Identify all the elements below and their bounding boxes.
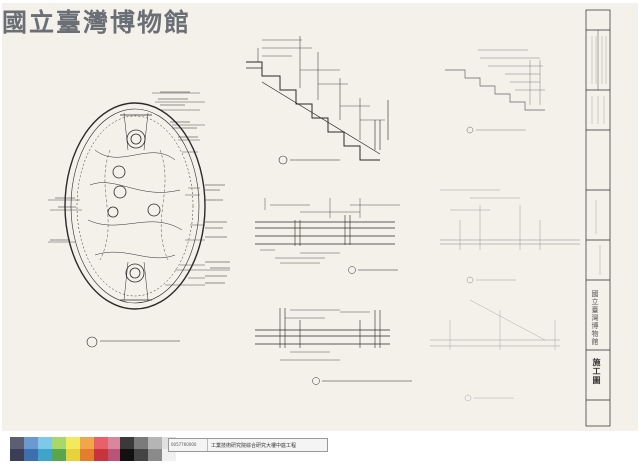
title-block-lines bbox=[591, 36, 607, 275]
museum-watermark: 國立臺灣博物館 bbox=[2, 8, 192, 37]
oval-plan bbox=[64, 102, 206, 310]
right-middle-detail bbox=[440, 189, 580, 284]
right-stair-detail bbox=[445, 49, 545, 134]
archive-reference-label: 0057760000 工業技術研究院綜合研究大樓中庭工程 bbox=[168, 438, 328, 452]
title-block-office: 國立臺灣博物館 bbox=[591, 290, 599, 346]
color-swatch-8 bbox=[108, 437, 122, 461]
color-swatch-1 bbox=[10, 437, 24, 461]
planter-section-detail bbox=[255, 198, 400, 274]
paving-section-detail bbox=[255, 308, 412, 385]
title-block-drawing-title: 施工圖 bbox=[592, 358, 601, 385]
label-marks bbox=[50, 91, 230, 284]
archive-code: 0057760000 bbox=[169, 439, 208, 451]
title-block-frame bbox=[585, 9, 611, 427]
archive-title: 工業技術研究院綜合研究大樓中庭工程 bbox=[211, 442, 297, 449]
color-swatch-6 bbox=[80, 437, 94, 461]
stair-section-detail bbox=[246, 36, 389, 165]
oval-caption bbox=[86, 336, 180, 348]
color-swatch-7 bbox=[94, 437, 108, 461]
gray-swatch-1 bbox=[120, 437, 134, 461]
color-swatch-2 bbox=[24, 437, 38, 461]
color-swatch-3 bbox=[38, 437, 52, 461]
color-swatch-4 bbox=[52, 437, 66, 461]
color-calibration-strip bbox=[10, 437, 122, 461]
bottom-right-detail bbox=[430, 299, 560, 402]
gray-swatch-3 bbox=[148, 437, 162, 461]
oval-leaders bbox=[48, 92, 230, 286]
gray-swatch-2 bbox=[134, 437, 148, 461]
color-swatch-5 bbox=[66, 437, 80, 461]
